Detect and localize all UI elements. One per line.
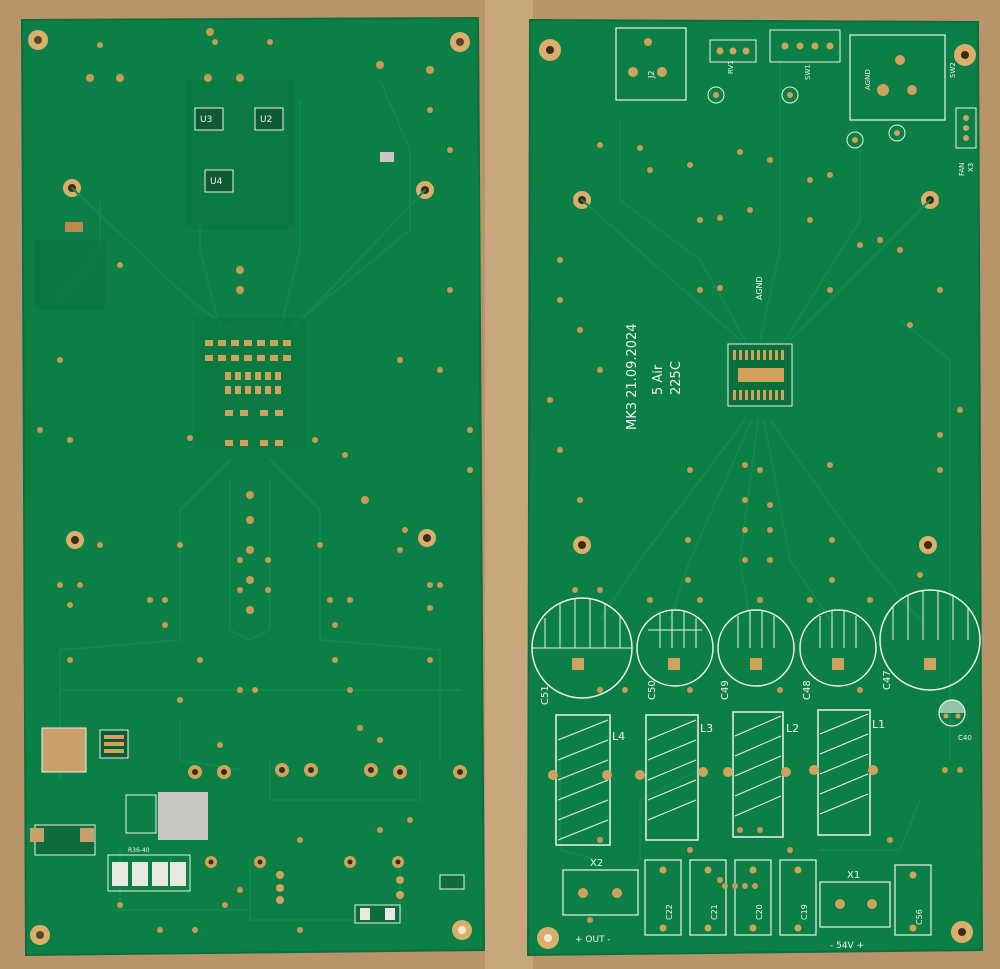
label-agnd-mid: AGND (755, 276, 764, 300)
right-inductors: L4 L3 L2 (548, 709, 885, 846)
left-power-section: R36-40 (30, 727, 465, 924)
svg-text:L2: L2 (786, 722, 799, 735)
svg-text:C51: C51 (540, 685, 551, 705)
capacitor-c48: C48 (799, 609, 877, 700)
svg-text:C48: C48 (802, 680, 813, 700)
right-traces (559, 59, 951, 861)
left-board: U3 U2 U4 (20, 16, 486, 957)
label-j2: J2 (647, 71, 656, 79)
board-marking-line2: 5 Air (651, 364, 666, 395)
svg-text:L4: L4 (612, 730, 625, 743)
label-fan: FAN (958, 163, 966, 176)
label-r36-40: R36-40 (128, 847, 150, 854)
left-central-array (195, 318, 305, 448)
svg-text:X2: X2 (590, 858, 603, 869)
right-vias (547, 142, 963, 923)
capacitor-c51: C51 (531, 597, 633, 705)
label-x3: X3 (967, 163, 975, 172)
connector-j2-outline (615, 27, 687, 101)
smd-pad-row (205, 340, 291, 446)
label-54v: - 54V + (830, 941, 864, 951)
right-top-connectors: J2 RV1 SW1 AGND SW2 X3 FAN (615, 27, 977, 176)
inductor-pad (41, 727, 87, 773)
left-thru-pads (188, 763, 467, 904)
right-bottom-section: X2 + OUT - X1 - 54V + C22 C21 C20 (562, 858, 932, 951)
left-vias (37, 28, 473, 933)
left-board-substrate (22, 18, 484, 955)
board-marking-line1: 225C (669, 361, 684, 395)
right-board: J2 RV1 SW1 AGND SW2 X3 FAN AGND (526, 18, 984, 957)
label-sw2: SW2 (949, 62, 957, 78)
inductor-l3: L3 (635, 714, 713, 841)
board-marking-line3: MK3 21.09.2024 (625, 323, 640, 430)
inductor-l4: L4 (548, 714, 625, 846)
svg-text:C50: C50 (647, 680, 658, 700)
capacitor-c49: C49 (717, 609, 795, 700)
terminal-x2: X2 + OUT - (562, 858, 639, 945)
right-capacitors: C51 C50 C49 C48 (531, 589, 981, 742)
smd-part (380, 152, 394, 162)
film-capacitors: C22 C21 C20 C19 C56 (644, 859, 932, 936)
right-center: AGND 225C 5 Air MK3 21.09.2024 (625, 276, 793, 430)
label-u4: U4 (210, 177, 223, 187)
label-agnd-top: AGND (864, 69, 872, 90)
svg-text:X1: X1 (847, 870, 860, 881)
power-ic-pad (158, 792, 208, 840)
label-u3: U3 (200, 115, 212, 125)
capacitor-c47: C47 (879, 589, 981, 691)
inductor-l1: L1 (809, 709, 885, 836)
label-u2: U2 (260, 115, 272, 125)
capacitor-c50: C50 (636, 609, 714, 700)
svg-text:C22: C22 (665, 904, 674, 920)
svg-text:L1: L1 (872, 718, 885, 731)
svg-text:C47: C47 (882, 670, 893, 690)
svg-text:C19: C19 (800, 904, 809, 920)
left-mounting-holes (28, 30, 472, 945)
smd-resistor (65, 222, 83, 232)
svg-text:L3: L3 (700, 722, 713, 735)
label-out: + OUT - (575, 935, 611, 945)
svg-text:C56: C56 (915, 909, 924, 925)
svg-text:C21: C21 (710, 904, 719, 920)
svg-text:C49: C49 (720, 680, 731, 700)
capacitor-c40: C40 (938, 699, 972, 742)
inductor-l2: L2 (723, 711, 799, 838)
label-rv1: RV1 (727, 60, 735, 74)
wood-gap (485, 0, 533, 969)
left-top-components: U3 U2 U4 (35, 80, 394, 310)
svg-text:C40: C40 (958, 734, 972, 742)
terminal-x1: X1 - 54V + (819, 870, 891, 951)
svg-text:C20: C20 (755, 904, 764, 920)
label-sw1: SW1 (804, 64, 812, 80)
